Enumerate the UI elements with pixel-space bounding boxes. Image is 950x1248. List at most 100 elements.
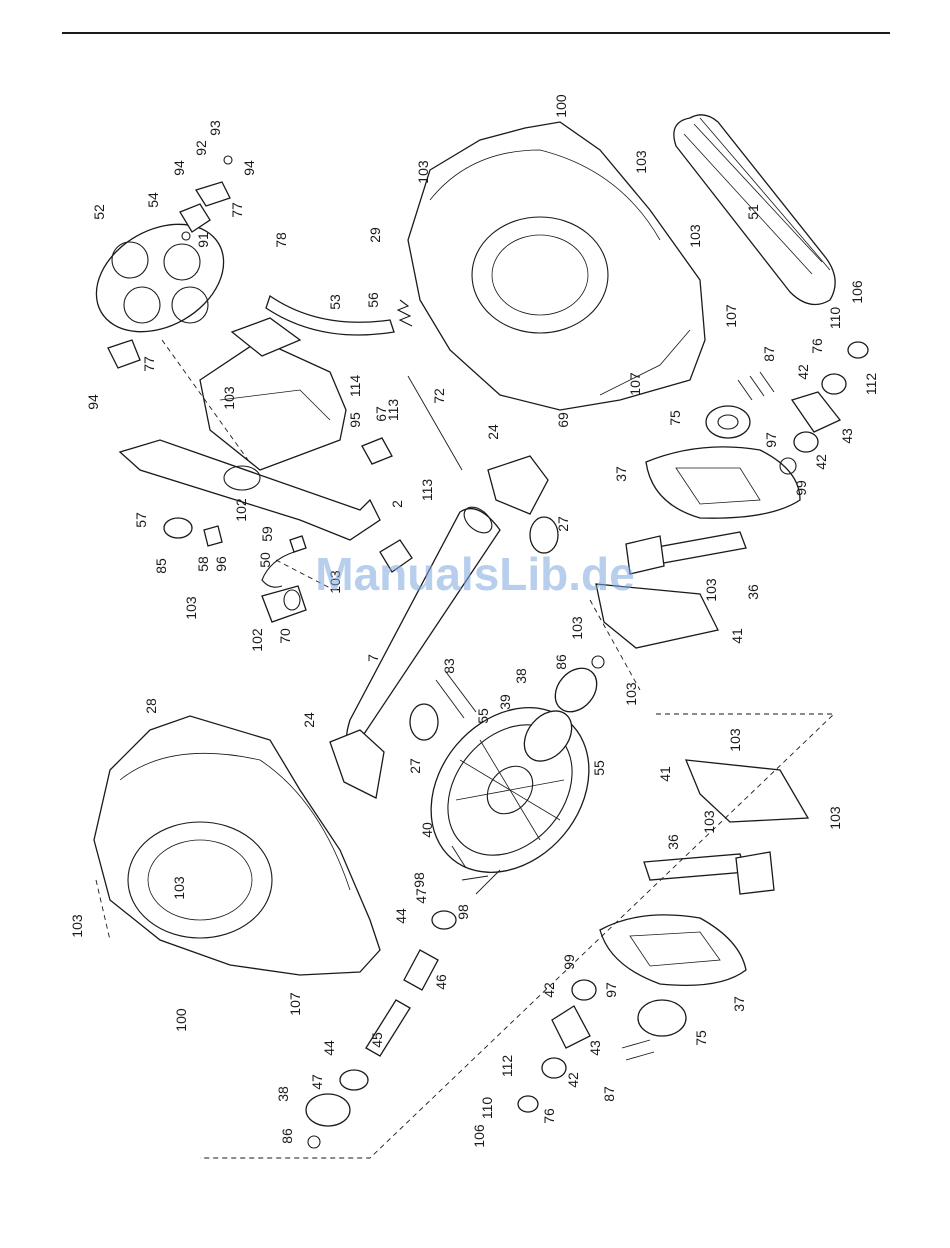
part-87-bolts-bottom [621,1039,655,1061]
part-44-bearing-top [431,910,457,930]
part-label-43: 43 [839,428,855,444]
part-label-102: 102 [249,628,265,652]
part-label-114: 114 [347,375,363,398]
part-27-gear-top [529,516,559,554]
part-label-103: 103 [687,224,703,248]
part-label-92: 92 [193,140,209,156]
part-label-72: 72 [431,388,447,404]
part-label-44: 44 [321,1040,337,1056]
part-label-110: 110 [827,307,843,330]
part-label-95: 95 [347,412,363,428]
part-label-96: 96 [213,556,229,572]
part-label-42: 42 [813,454,829,470]
part-label-94: 94 [171,160,187,176]
part-75-crank-arm-bottom [637,999,687,1037]
part-67-plate [361,437,393,465]
part-label-87: 87 [601,1086,617,1102]
part-label-100: 100 [553,94,569,118]
part-label-29: 29 [367,227,383,243]
part-label-47: 47 [413,888,429,904]
part-label-75: 75 [693,1030,709,1046]
part-label-112: 112 [863,373,879,396]
part-46-sleeve [403,949,439,991]
part-51-drive-belt [673,114,836,306]
part-58-block [203,525,223,547]
part-39-hub-plate [523,710,573,762]
part-label-103: 103 [703,578,719,602]
part-43-bracket-top [790,391,842,433]
part-label-103: 103 [221,386,237,410]
part-54-idler-bracket [179,155,233,241]
part-label-59: 59 [259,526,275,542]
part-29-right-shroud [407,121,706,411]
watermark: ManualsLib.de [315,548,634,600]
part-56-spring [396,299,413,327]
part-label-113: 113 [385,399,401,422]
part-label-112: 112 [499,1055,515,1078]
part-75-crank-arm-top [705,405,751,439]
part-label-102: 102 [233,498,249,522]
part-label-97: 97 [763,432,779,448]
part-label-40: 40 [419,822,435,838]
part-87-bolts-top [737,371,775,401]
part-label-87: 87 [761,346,777,362]
part-label-93: 93 [207,120,223,136]
part-label-83: 83 [441,658,457,674]
part-44-bearing-bottom [339,1069,369,1091]
part-label-103: 103 [415,160,431,184]
part-59-sensor [261,535,307,588]
part-label-57: 57 [133,512,149,528]
part-36-axle-bottom [643,851,775,895]
part-label-99: 99 [793,480,809,496]
part-label-51: 51 [745,204,761,220]
part-label-77: 77 [229,202,245,218]
part-label-78: 78 [273,232,289,248]
part-label-38: 38 [513,668,529,684]
part-28-left-shroud [93,715,381,976]
part-86-bolt-bottom [307,1135,321,1149]
part-label-37: 37 [613,466,629,482]
part-36-axle-top [625,531,747,575]
part-43-bracket-bottom [551,1005,591,1049]
part-label-103: 103 [569,616,585,640]
part-27-gear-bottom [409,703,439,741]
part-label-47: 47 [309,1074,325,1090]
part-label-2: 2 [389,500,405,508]
part-label-67: 67 [373,406,389,422]
part-86-bolt-top [591,655,605,669]
part-label-113: 113 [419,479,435,502]
part-label-52: 52 [91,204,107,220]
part-53-strap [265,294,395,336]
part-label-42: 42 [795,364,811,380]
part-38-disc-bottom [305,1093,351,1127]
part-98-pins [451,845,501,895]
part-label-24: 24 [301,712,317,728]
part-label-91: 91 [195,232,211,248]
part-45-shaft [365,999,411,1057]
part-label-69: 69 [555,412,571,428]
part-38-disc-top [554,667,598,713]
part-label-50: 50 [257,552,273,568]
part-label-39: 39 [497,694,513,710]
part-label-75: 75 [667,410,683,426]
part-label-77: 77 [141,356,157,372]
part-label-107: 107 [627,372,643,396]
part-label-98: 98 [411,872,427,888]
part-99-spacer-top [779,457,797,475]
part-24-cover-bottom [329,729,385,799]
part-37-crank-left [599,914,747,987]
top-rule [62,32,890,34]
part-24-cover-top [487,455,549,515]
assembly-boundary [95,339,836,1159]
part-label-103: 103 [701,810,717,834]
part-label-58: 58 [195,556,211,572]
part-label-94: 94 [85,394,101,410]
part-label-103: 103 [827,806,843,830]
part-label-43: 43 [587,1040,603,1056]
part-label-99: 99 [561,954,577,970]
part-label-45: 45 [369,1032,385,1048]
part-57-knob [163,517,193,539]
part-70-motor [261,585,307,623]
part-label-56: 56 [365,292,381,308]
